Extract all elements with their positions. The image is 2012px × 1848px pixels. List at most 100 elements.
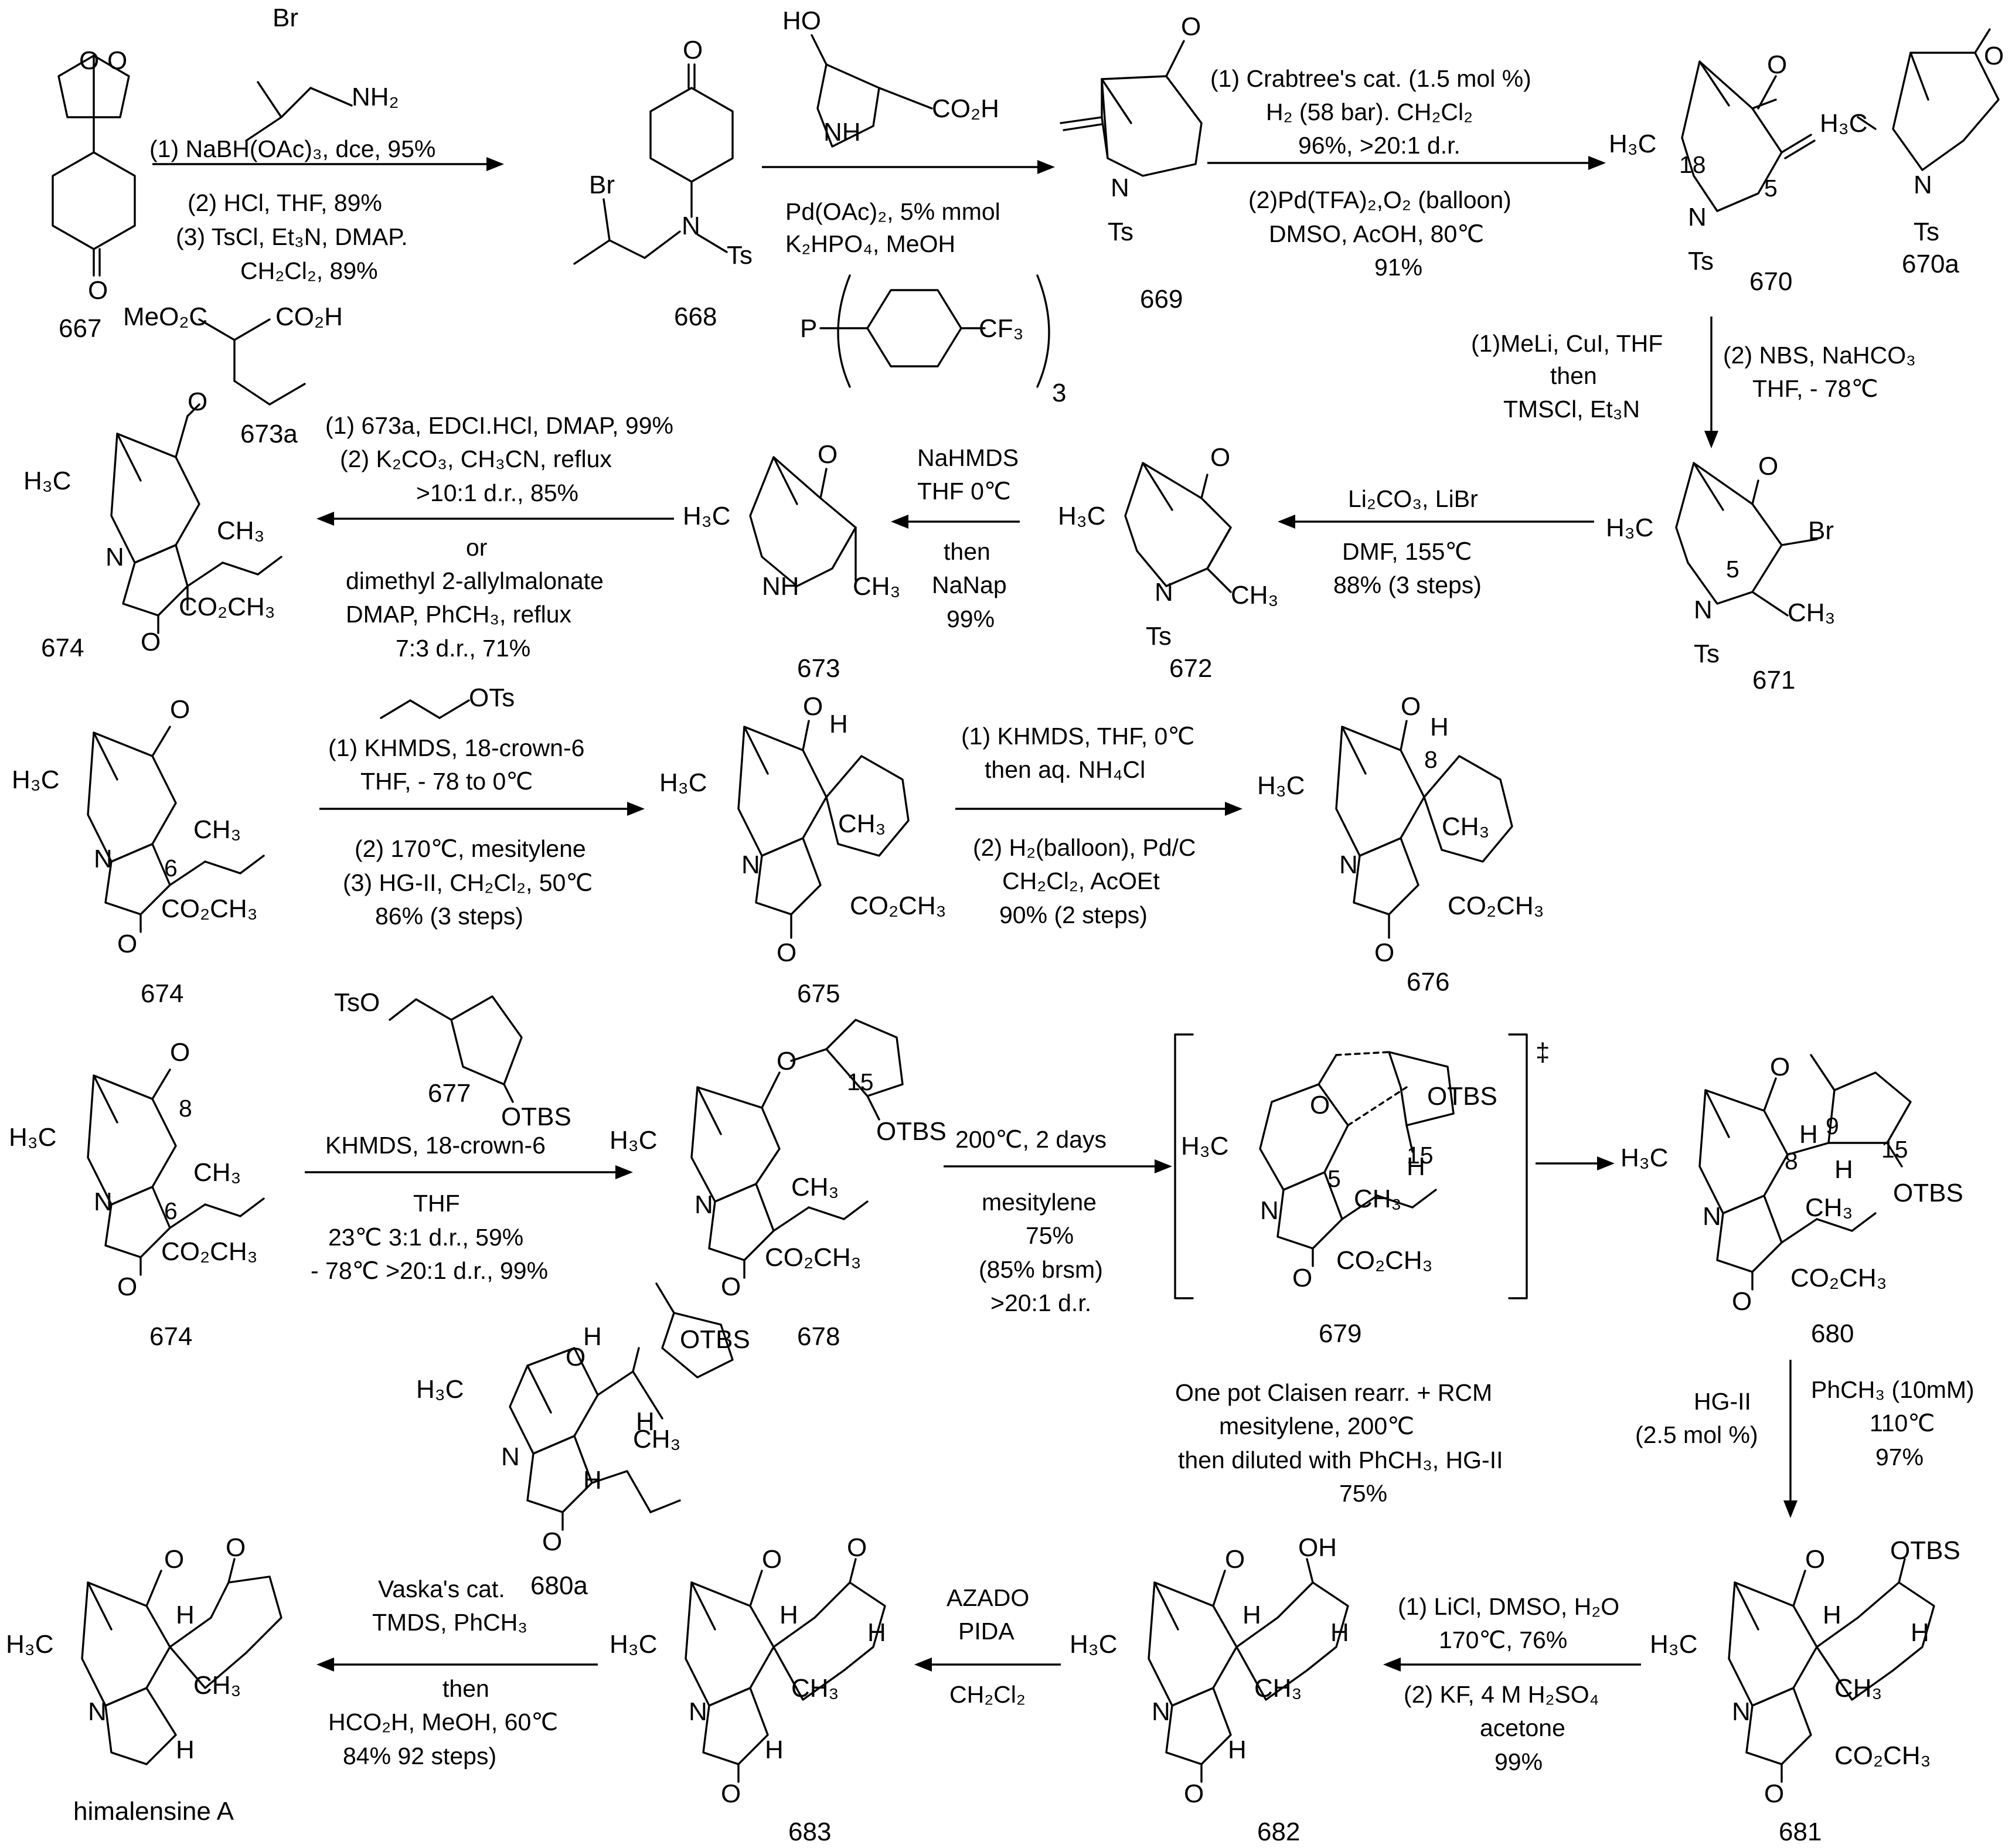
- carbon-15-label: 15: [847, 1068, 874, 1095]
- step8-line4: (3) HG-II, CH₂Cl₂, 50℃: [343, 869, 593, 896]
- step15-line2: TMDS, PhCH₃: [372, 1609, 527, 1636]
- methyl-group: H₃C: [1609, 130, 1656, 158]
- tosyl-group: Ts: [1108, 217, 1133, 246]
- hydrogen-atom: H: [829, 710, 848, 738]
- step10-line2: THF: [413, 1190, 460, 1217]
- compound-673a-structure: [198, 318, 306, 406]
- arrowhead: [1783, 1500, 1797, 1518]
- step10-line3: 23℃ 3:1 d.r., 59%: [328, 1224, 523, 1251]
- methyl-group: CH₃: [193, 1158, 241, 1187]
- compound-label-671: 671: [1752, 666, 1795, 695]
- arrowhead: [1704, 431, 1718, 448]
- methyl-group: CH₃: [853, 572, 900, 601]
- step14-line3: CH₂Cl₂: [949, 1681, 1026, 1708]
- step5-line3: 88% (3 steps): [1333, 571, 1482, 598]
- compound-label-668: 668: [674, 302, 717, 331]
- nitrogen-atom: N: [1155, 578, 1173, 607]
- step15-line5: 84% 92 steps): [343, 1743, 496, 1769]
- step12-line1: HG-II: [1694, 1388, 1751, 1415]
- step3-line4: (2)Pd(TFA)₂,O₂ (balloon): [1248, 186, 1511, 213]
- arrowhead: [316, 1658, 334, 1672]
- hydrogen-atom: H: [1407, 1152, 1425, 1181]
- amine-group: NH: [823, 118, 861, 147]
- carbon-5-label: 5: [1726, 556, 1739, 583]
- hydrogen-atom: H: [1823, 1601, 1841, 1629]
- carbon-5-label: 5: [1764, 175, 1778, 202]
- methyl-group: CH₃: [1788, 598, 1835, 627]
- methyl-group: CH₃: [838, 809, 886, 838]
- arrowhead: [615, 1165, 633, 1179]
- arrowhead: [627, 802, 645, 816]
- methyl-ester-group: CO₂CH₃: [765, 1243, 862, 1272]
- step6-line5: 99%: [947, 605, 995, 632]
- methyl-group: CH₃: [1354, 1185, 1401, 1213]
- compound-677-structure: [389, 995, 523, 1103]
- step12-line4: 110℃: [1870, 1410, 1935, 1437]
- methyl-group: H₃C: [1650, 1630, 1697, 1659]
- compound-682-structure: [1148, 1558, 1349, 1783]
- step7-line1: (1) 673a, EDCI.HCl, DMAP, 99%: [325, 412, 673, 439]
- compound-672-structure: [1124, 462, 1232, 593]
- step12b-line2: mesitylene, 200℃: [1219, 1413, 1414, 1439]
- step11-line4: (85% brsm): [979, 1256, 1103, 1283]
- methyl-ester-group: CO₂CH₃: [179, 593, 275, 621]
- compound-label-673a: 673a: [240, 420, 298, 448]
- step10-line1: KHMDS, 18-crown-6: [325, 1132, 546, 1159]
- hydroxyproline-structure: [811, 34, 933, 148]
- oxygen-atom: O: [1310, 1091, 1330, 1119]
- compound-label-667: 667: [59, 314, 101, 343]
- oxygen-atom: O: [762, 1545, 782, 1574]
- compound-label-677: 677: [428, 1079, 471, 1108]
- step7-line4: or: [466, 534, 487, 561]
- step6-line3: then: [944, 538, 990, 565]
- amine-group: NH₂: [352, 83, 399, 111]
- hydrogen-atom: H: [1330, 1618, 1349, 1647]
- oxygen-atom: O: [777, 1047, 796, 1076]
- carbon-15-label: 15: [1407, 1142, 1434, 1169]
- bromine-atom: Br: [589, 171, 615, 199]
- nitrogen-atom: N: [94, 1187, 113, 1216]
- transition-state-dagger: ‡: [1536, 1038, 1550, 1067]
- step3-line2: H₂ (58 bar). CH₂Cl₂: [1266, 98, 1473, 125]
- step15-line3: then: [442, 1675, 489, 1702]
- silyl-ether-group: OTBS: [501, 1102, 571, 1131]
- carbon-8-label: 8: [1424, 746, 1438, 773]
- compound-668-structure: [573, 63, 734, 265]
- methyl-group: H₃C: [1181, 1132, 1228, 1160]
- trifluoromethyl-group: CF₃: [979, 314, 1024, 343]
- bromine-atom: Br: [1808, 516, 1834, 545]
- hydrogen-atom: H: [176, 1601, 195, 1629]
- methyl-group: CH₃: [1254, 1674, 1302, 1703]
- methyl-group: H₃C: [610, 1126, 657, 1155]
- oxygen-atom: O: [721, 1779, 741, 1808]
- methyl-group: CH₃: [791, 1173, 839, 1202]
- step11-line1: 200℃, 2 days: [955, 1126, 1107, 1153]
- compound-674-structure: [87, 1068, 265, 1276]
- hydrogen-atom: H: [176, 1735, 195, 1764]
- oxygen-atom: O: [1805, 1545, 1825, 1574]
- step6-line4: NaNap: [932, 571, 1007, 598]
- compound-label-679: 679: [1319, 1319, 1361, 1348]
- methyl-group: H₃C: [12, 765, 59, 794]
- methyl-group: H₃C: [6, 1630, 53, 1659]
- step13-line5: 99%: [1494, 1748, 1543, 1775]
- step6-line2: THF 0℃: [917, 478, 1011, 505]
- carbon-6-label: 6: [164, 855, 178, 882]
- oxygen-atom: O: [803, 692, 823, 721]
- arrowhead: [891, 515, 908, 529]
- compound-label-676: 676: [1407, 968, 1449, 996]
- compound-680-structure: [1698, 1054, 1912, 1291]
- nitrogen-atom: N: [1688, 203, 1707, 232]
- methyl-group: H₃C: [416, 1375, 464, 1404]
- oxygen-atom: O: [1732, 1287, 1752, 1316]
- methyl-ester-group: CO₂CH₃: [161, 1237, 258, 1266]
- step12-line5: 97%: [1875, 1444, 1924, 1471]
- nitrogen-atom: N: [88, 1697, 107, 1726]
- silyl-ether-group: OTBS: [1427, 1082, 1497, 1111]
- methyl-group: H₃C: [1820, 109, 1867, 138]
- arrowhead: [486, 157, 504, 171]
- compound-label-682: 682: [1257, 1818, 1300, 1846]
- oxygen-atom: O: [107, 46, 127, 75]
- oxygen-atom: O: [1225, 1545, 1245, 1574]
- oxygen-atom: O: [164, 1545, 184, 1574]
